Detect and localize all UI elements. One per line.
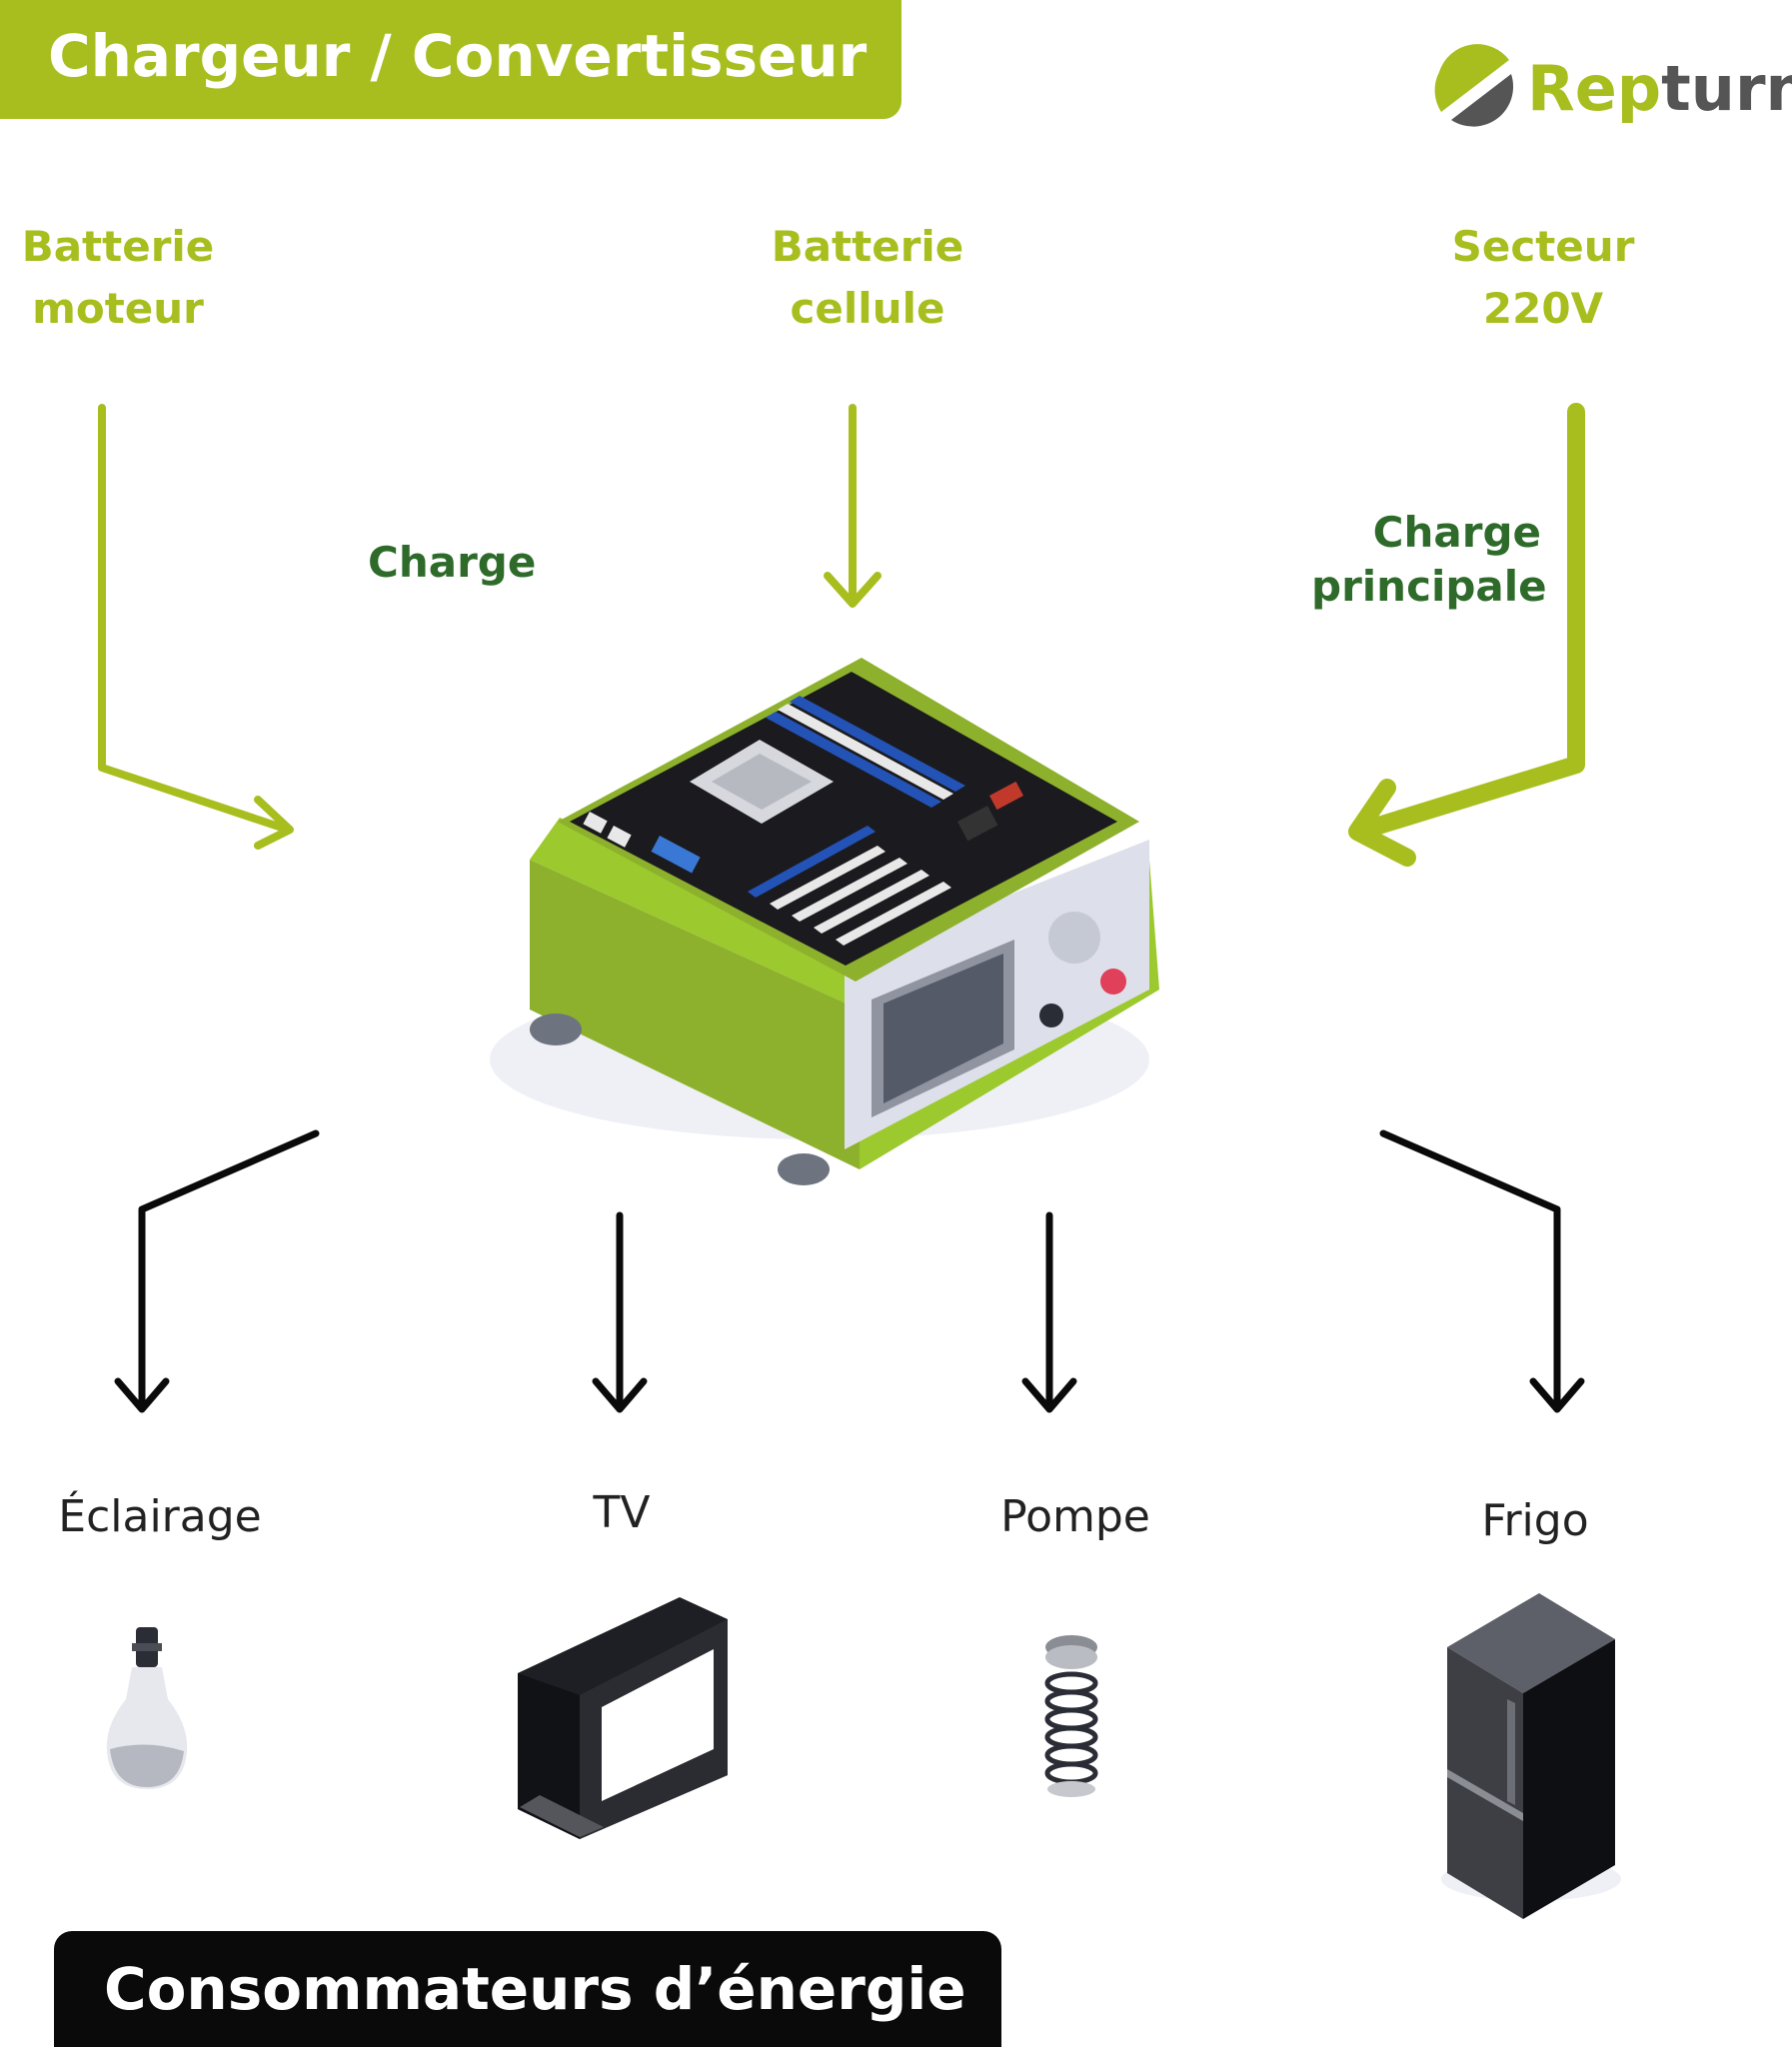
arrow-to-eclairage-head — [114, 1377, 170, 1413]
main-charge-line2: principale — [1311, 562, 1547, 611]
arrow-mains — [1350, 403, 1585, 841]
consumer-label-eclairage: Éclairage — [58, 1491, 262, 1542]
source-line1: Secteur — [1451, 222, 1635, 271]
source-line2: cellule — [790, 284, 945, 333]
charge-label: Charge — [368, 538, 537, 587]
source-mains: Secteur 220V — [1393, 216, 1693, 340]
light-bulb-icon — [106, 1627, 188, 1789]
source-line1: Batterie — [21, 222, 215, 271]
arrow-to-tv-head — [592, 1377, 648, 1413]
fridge-icon — [1441, 1593, 1621, 1919]
footer-banner: Consommateurs d’énergie — [54, 1931, 1001, 2047]
logo-mark-icon — [1434, 44, 1514, 127]
source-line2: 220V — [1482, 284, 1604, 333]
consumer-label-pompe: Pompe — [1000, 1491, 1150, 1542]
main-charge-line1: Charge — [1372, 508, 1541, 557]
arrow-mains-head — [1348, 779, 1416, 867]
source-battery-cell: Batterie cellule — [718, 216, 1017, 340]
pump-spring-icon — [1044, 1635, 1098, 1797]
footer-title: Consommateurs d’énergie — [104, 1955, 966, 2023]
consumer-label-frigo: Frigo — [1481, 1495, 1589, 1546]
consumer-label-tv: TV — [593, 1487, 651, 1538]
arrow-battery-motor-head — [254, 796, 294, 850]
charger-converter-icon — [490, 658, 1159, 1185]
source-line2: moteur — [32, 284, 204, 333]
arrow-to-frigo — [1379, 1129, 1561, 1411]
logo: Repturn — [1527, 52, 1792, 125]
tv-icon — [518, 1597, 728, 1839]
source-battery-motor: Batterie moteur — [0, 216, 268, 340]
arrow-to-pompe-head — [1021, 1377, 1077, 1413]
main-charge-label: Charge principale — [1311, 506, 1547, 614]
logo-text-part2: turn — [1661, 52, 1792, 125]
arrow-to-eclairage — [138, 1129, 320, 1411]
arrow-battery-cell-head — [824, 572, 882, 608]
arrow-to-frigo-head — [1529, 1377, 1585, 1413]
arrow-battery-motor — [98, 404, 292, 834]
header-title: Chargeur / Convertisseur — [48, 22, 868, 90]
header-banner: Chargeur / Convertisseur — [0, 0, 901, 119]
source-line1: Batterie — [771, 222, 964, 271]
logo-text-part1: Rep — [1527, 52, 1662, 125]
